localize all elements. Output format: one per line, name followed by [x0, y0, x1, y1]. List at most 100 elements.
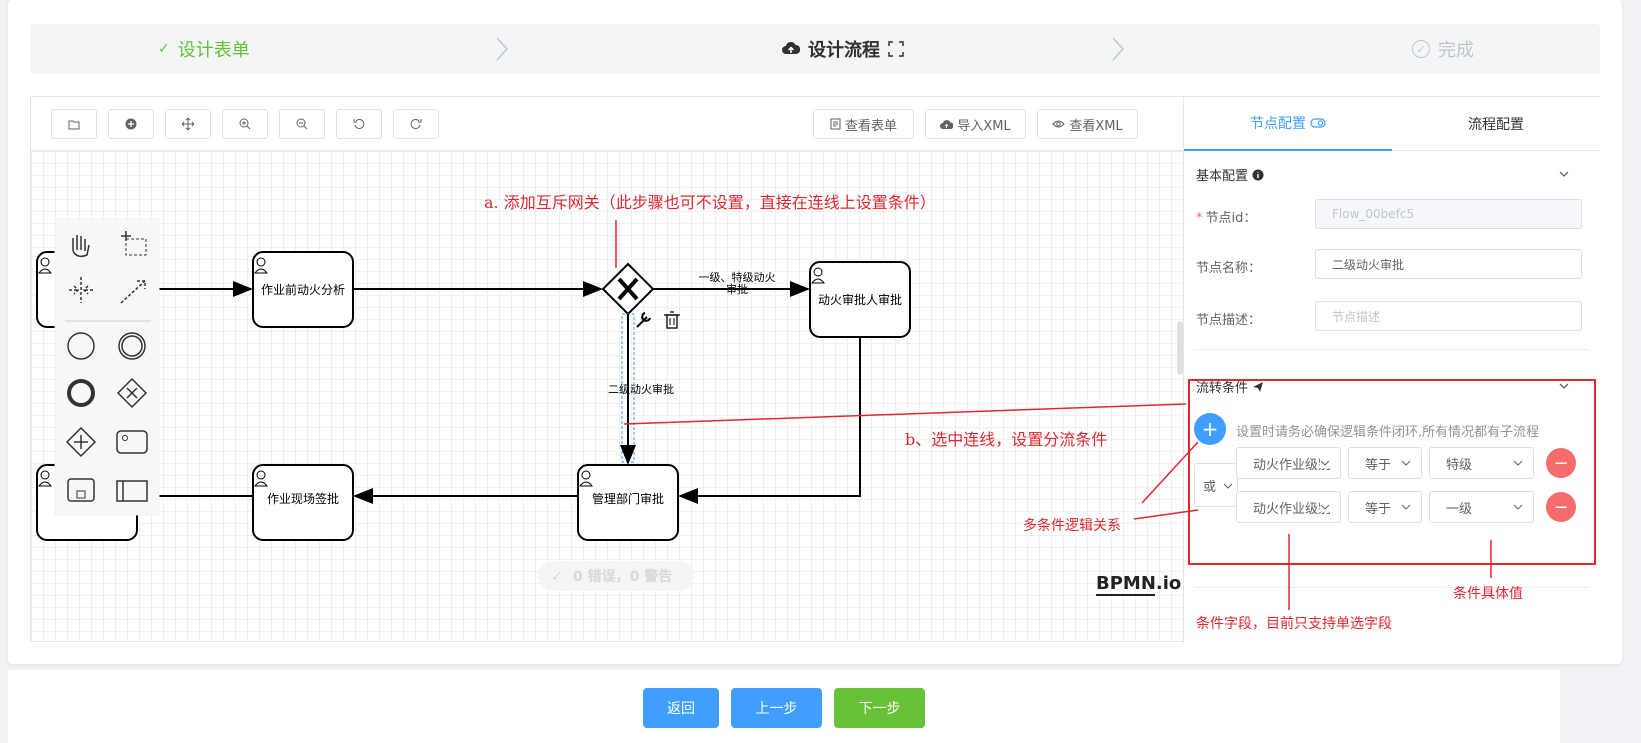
create-button[interactable] — [108, 109, 154, 139]
basic-config-header[interactable]: 基本配置 — [1196, 165, 1264, 184]
intermediate-event-icon[interactable] — [118, 332, 146, 360]
designer-toolbar: 查看表单 导入XML 查看XML — [31, 97, 1183, 151]
panel-tabs: 节点配置 流程配置 — [1184, 97, 1601, 151]
canvas-scrollbar[interactable] — [1177, 321, 1183, 375]
condition-op-select[interactable]: 等于 — [1348, 447, 1422, 479]
condition-value-select[interactable]: 一级 — [1429, 491, 1534, 523]
open-file-button[interactable] — [51, 109, 97, 139]
hand-tool-icon[interactable] — [72, 235, 90, 258]
global-connect-icon[interactable] — [120, 280, 146, 304]
chevron-down-icon — [1401, 504, 1411, 510]
node-id-input: Flow_00befc5 — [1315, 199, 1582, 229]
bpmn-diagram: 作业前动火分析 动火审批人审批 管理部门审批 作业现场签批 — [36, 218, 1183, 596]
step-label: 设计表单 — [177, 40, 250, 61]
trash-icon[interactable] — [664, 311, 680, 329]
button-label: 查看XML — [1069, 118, 1123, 134]
cloud-upload-icon — [782, 41, 800, 54]
lasso-tool-icon[interactable] — [121, 231, 147, 256]
section-title: 流转条件 — [1196, 381, 1249, 396]
view-xml-button[interactable]: 查看XML — [1037, 109, 1138, 139]
condition-field-select[interactable]: 动火作业级别 — [1236, 447, 1341, 479]
validation-status: ✓ 0 错误，0 警告 — [538, 561, 694, 591]
exclusive-gateway-icon[interactable] — [116, 377, 148, 409]
user-task-icon[interactable] — [116, 430, 148, 454]
flow-label: 一级、特级动火 — [699, 270, 776, 284]
zoom-out-button[interactable] — [279, 109, 325, 139]
step-design-process[interactable]: 设计流程 — [782, 24, 904, 74]
eye-icon — [1052, 120, 1065, 128]
undo-button[interactable] — [336, 109, 382, 139]
toggle-icon — [1310, 118, 1326, 128]
step-label: 设计流程 — [808, 40, 880, 61]
end-event-icon[interactable] — [67, 379, 95, 407]
next-step-button[interactable]: 下一步 — [834, 688, 925, 728]
condition-header[interactable]: 流转条件 — [1196, 377, 1264, 396]
cloud-upload-icon — [940, 119, 954, 129]
tab-label: 节点配置 — [1250, 116, 1306, 132]
annotation-a: a. 添加互斥网关（此步骤也可不设置，直接在连线上设置条件） — [484, 193, 936, 212]
task-approver[interactable]: 动火审批人审批 — [809, 261, 911, 338]
tab-process-config[interactable]: 流程配置 — [1392, 97, 1600, 151]
bpmn-io-logo: BPMN.io — [1096, 573, 1181, 596]
tab-label: 流程配置 — [1468, 117, 1524, 133]
chevron-down-icon — [1513, 504, 1523, 510]
flow-label: 审批 — [726, 282, 748, 296]
step-label: 完成 — [1438, 40, 1474, 61]
zoom-in-icon — [239, 118, 251, 130]
back-button[interactable]: 返回 — [643, 688, 719, 728]
flow-label: 二级动火审批 — [608, 382, 674, 396]
zoom-in-button[interactable] — [222, 109, 268, 139]
tab-node-config[interactable]: 节点配置 — [1184, 97, 1392, 151]
import-xml-button[interactable]: 导入XML — [925, 109, 1026, 139]
chevron-down-icon[interactable] — [1558, 168, 1570, 180]
remove-condition-button[interactable]: − — [1546, 492, 1576, 522]
chevron-right-icon — [496, 37, 509, 61]
node-desc-label: 节点描述： — [1196, 313, 1262, 328]
fullscreen-icon[interactable] — [888, 41, 904, 57]
tool-palette — [54, 218, 160, 516]
remove-condition-button[interactable]: − — [1546, 448, 1576, 478]
pool-icon[interactable] — [116, 480, 148, 502]
node-id-label: *节点id： — [1196, 211, 1257, 226]
step-complete[interactable]: ✓ 完成 — [1412, 24, 1474, 74]
task-sign[interactable]: 作业现场签批 — [252, 464, 354, 541]
space-tool-icon[interactable] — [69, 277, 93, 303]
redo-icon — [410, 118, 422, 129]
svg-text:BPMN.io: BPMN.io — [1096, 573, 1181, 594]
fit-view-button[interactable] — [165, 109, 211, 139]
step-design-form[interactable]: ✓ 设计表单 — [158, 24, 250, 74]
task-pre-analysis[interactable]: 作业前动火分析 — [252, 251, 354, 328]
subprocess-icon[interactable] — [67, 478, 95, 502]
add-condition-button[interactable]: + — [1194, 413, 1226, 445]
redo-button[interactable] — [393, 109, 439, 139]
task-dept[interactable]: 管理部门审批 — [577, 464, 679, 541]
chevron-down-icon — [1223, 483, 1233, 489]
svg-text:0 错误，0 警告: 0 错误，0 警告 — [573, 568, 672, 585]
logic-operator-select[interactable]: 或 — [1194, 463, 1238, 507]
check-icon: ✓ — [158, 41, 170, 57]
node-name-input[interactable]: 二级动火审批 — [1315, 249, 1582, 279]
prev-step-button[interactable]: 上一步 — [731, 688, 822, 728]
bpmn-canvas[interactable]: 作业前动火分析 动火审批人审批 管理部门审批 作业现场签批 — [31, 151, 1183, 641]
steps-bar: ✓ 设计表单 设计流程 ✓ 完成 — [30, 24, 1600, 74]
chevron-down-icon[interactable] — [1558, 380, 1570, 392]
condition-value-select[interactable]: 特级 — [1429, 447, 1534, 479]
move-icon — [182, 118, 194, 130]
condition-field-select[interactable]: 动火作业级别 — [1236, 491, 1341, 523]
chevron-down-icon — [1401, 460, 1411, 466]
start-event-icon[interactable] — [67, 332, 95, 360]
send-icon — [1253, 381, 1264, 392]
condition-hint: 设置时请务必确保逻辑条件闭环,所有情况都有子流程 — [1236, 425, 1540, 440]
annotation-logic: 多条件逻辑关系 — [1023, 518, 1121, 534]
node-desc-input[interactable]: 节点描述 — [1315, 301, 1582, 331]
zoom-out-icon — [296, 118, 308, 130]
process-designer: 查看表单 导入XML 查看XML — [30, 96, 1601, 643]
parallel-gateway-icon[interactable] — [65, 426, 97, 458]
select-value: 或 — [1203, 479, 1217, 495]
wrench-icon[interactable] — [636, 312, 651, 328]
annotation-value: 条件具体值 — [1453, 586, 1523, 602]
condition-op-select[interactable]: 等于 — [1348, 491, 1422, 523]
view-form-button[interactable]: 查看表单 — [813, 109, 914, 139]
svg-text:✓: ✓ — [551, 569, 563, 585]
